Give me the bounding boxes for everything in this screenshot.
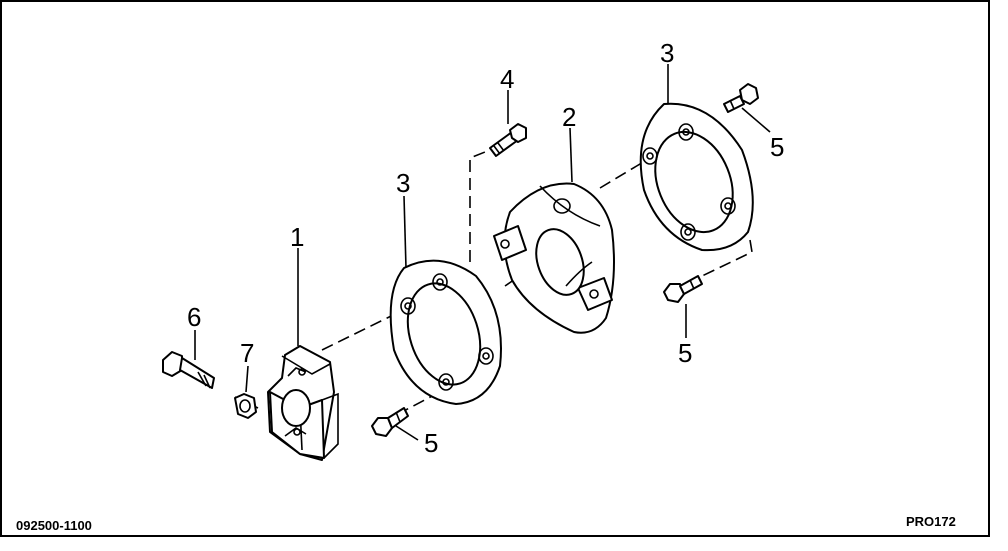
flange-plate-left-part-3: [389, 259, 502, 405]
callout-2: 2: [562, 102, 576, 132]
drawing-code-left: 092500-1100: [16, 518, 92, 533]
bolt-part-4: [489, 123, 527, 157]
callout-7: 7: [240, 338, 254, 368]
coupling-block-part-1: [267, 345, 339, 461]
callout-5-top-right: 5: [770, 132, 784, 162]
callout-6: 6: [187, 302, 201, 332]
bolt-part-5-top-right: [723, 83, 759, 113]
callout-4: 4: [500, 64, 514, 94]
bolt-part-6: [162, 351, 215, 389]
callout-1: 1: [290, 222, 304, 252]
bolt-part-5-bottom-left: [371, 407, 409, 437]
washer-part-7: [234, 393, 257, 419]
callout-3-right: 3: [660, 38, 674, 68]
drawing-code-right: PRO172: [906, 514, 956, 529]
diagram-frame: [0, 0, 990, 537]
leader-lines: [194, 64, 771, 441]
callout-5-right: 5: [678, 338, 692, 368]
hub-part-2: [493, 182, 615, 334]
callout-labels: 1 2 3 3 4 5 5 5 6 7: [187, 38, 784, 458]
callout-3-left: 3: [396, 168, 410, 198]
bolt-part-5-right: [663, 275, 703, 303]
callout-5-bottom-left: 5: [424, 428, 438, 458]
flange-plate-right-part-3: [639, 102, 754, 252]
